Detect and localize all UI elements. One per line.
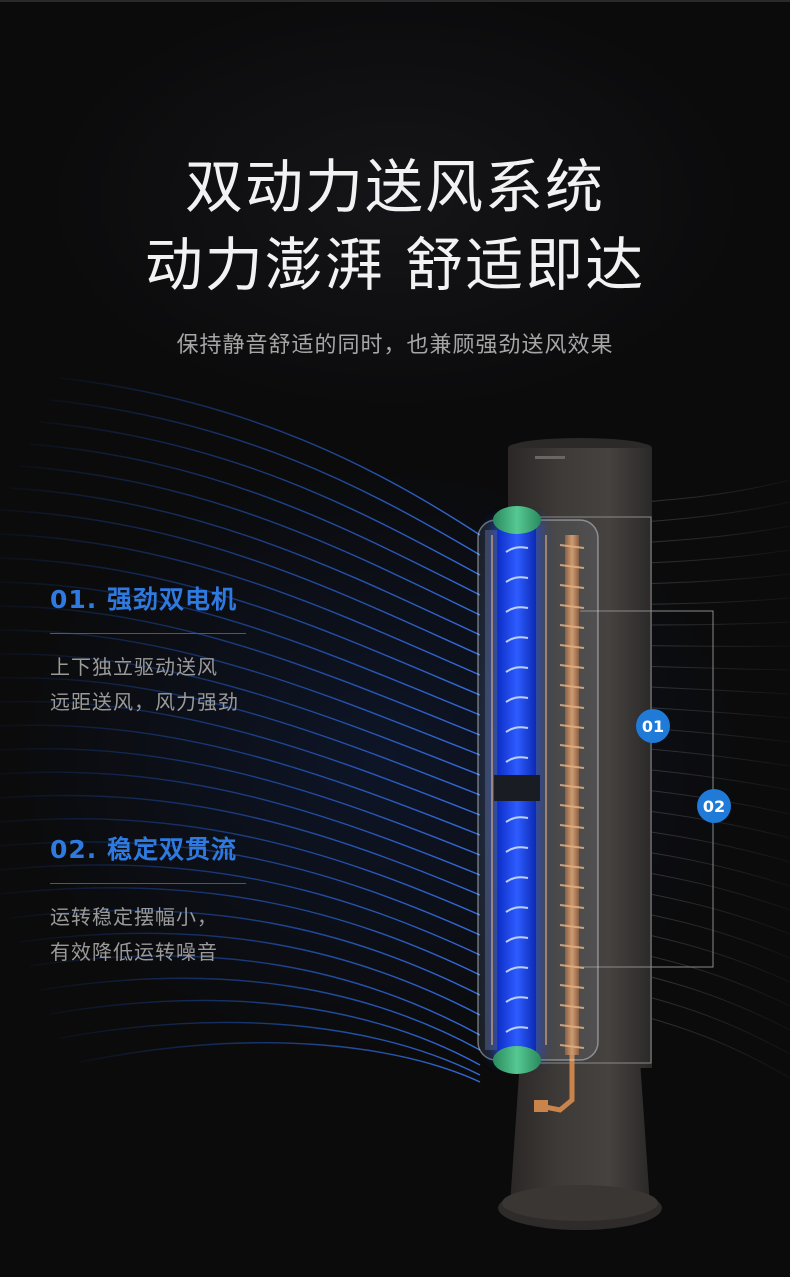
feature-description-line: 远距送风，风力强劲 [50,690,239,714]
feature-crossflow: 02. 稳定双贯流 运转稳定摆幅小， 有效降低运转噪音 [50,830,350,970]
feature-title: 01. 强劲双电机 [50,585,237,614]
cross-flow-fan [491,506,547,1074]
feature-divider [50,883,246,884]
subtitle: 保持静音舒适的同时，也兼顾强劲送风效果 [176,333,614,358]
feature-description-line: 运转稳定摆幅小， [50,905,218,929]
feature-description-line: 有效降低运转噪音 [50,940,218,964]
marker-02-label: 02 [703,797,725,816]
feature-description: 上下独立驱动送风 远距送风，风力强劲 [50,650,350,720]
feature-title: 02. 稳定双贯流 [50,835,237,864]
feature-motor: 01. 强劲双电机 上下独立驱动送风 远距送风，风力强劲 [50,580,350,720]
headline-line-1: 双动力送风系统 [184,153,605,221]
airflow-lines-left [0,377,481,1083]
copper-coil [534,535,585,1113]
marker-02: 02 [697,789,731,823]
callout-frames [540,516,714,1064]
feature-divider [50,633,246,634]
top-divider [0,0,790,2]
marker-01: 01 [636,709,670,743]
headline-line-2: 动力澎湃 舒适即达 [144,231,646,299]
marker-01-label: 01 [642,717,664,736]
feature-description: 运转稳定摆幅小， 有效降低运转噪音 [50,900,350,970]
feature-description-line: 上下独立驱动送风 [50,655,218,679]
